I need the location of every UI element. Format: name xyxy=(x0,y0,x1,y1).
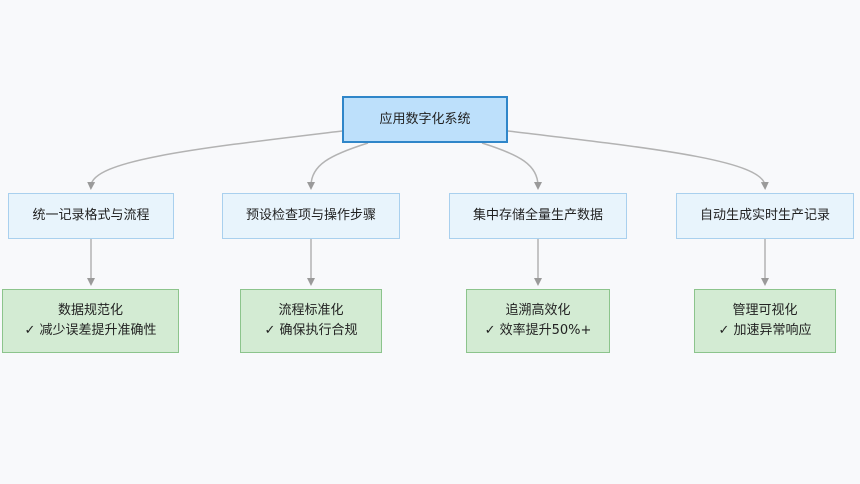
outcome-node-4: 管理可视化 ✓ 加速异常响应 xyxy=(694,289,836,353)
root-node-label: 应用数字化系统 xyxy=(379,111,471,127)
outcome-detail: ✓ 加速异常响应 xyxy=(718,323,812,338)
category-node-label: 统一记录格式与流程 xyxy=(32,208,150,223)
outcome-title: 追溯高效化 xyxy=(505,303,571,318)
outcome-title: 流程标准化 xyxy=(278,303,344,318)
connector-root-to-node-1 xyxy=(87,130,343,190)
outcome-title: 管理可视化 xyxy=(732,303,798,318)
outcome-detail: ✓ 确保执行合规 xyxy=(264,323,358,338)
category-node-1: 统一记录格式与流程 xyxy=(8,193,174,239)
outcome-node-2: 流程标准化 ✓ 确保执行合规 xyxy=(240,289,382,353)
connector-root-to-node-2 xyxy=(307,142,369,190)
category-node-3: 集中存储全量生产数据 xyxy=(449,193,627,239)
outcome-node-3: 追溯高效化 ✓ 效率提升50%+ xyxy=(466,289,610,353)
outcome-node-1: 数据规范化 ✓ 减少误差提升准确性 xyxy=(2,289,179,353)
category-node-label: 集中存储全量生产数据 xyxy=(472,208,603,223)
category-node-2: 预设检查项与操作步骤 xyxy=(222,193,400,239)
outcome-detail: ✓ 减少误差提升准确性 xyxy=(24,323,157,338)
connector-root-to-node-4 xyxy=(507,130,769,190)
category-node-label: 预设检查项与操作步骤 xyxy=(245,208,376,223)
outcome-title: 数据规范化 xyxy=(57,303,123,318)
connector-root-to-node-3 xyxy=(481,142,542,190)
root-node: 应用数字化系统 xyxy=(342,96,508,143)
category-node-4: 自动生成实时生产记录 xyxy=(676,193,854,239)
outcome-detail: ✓ 效率提升50%+ xyxy=(484,323,592,338)
category-node-label: 自动生成实时生产记录 xyxy=(699,208,830,223)
